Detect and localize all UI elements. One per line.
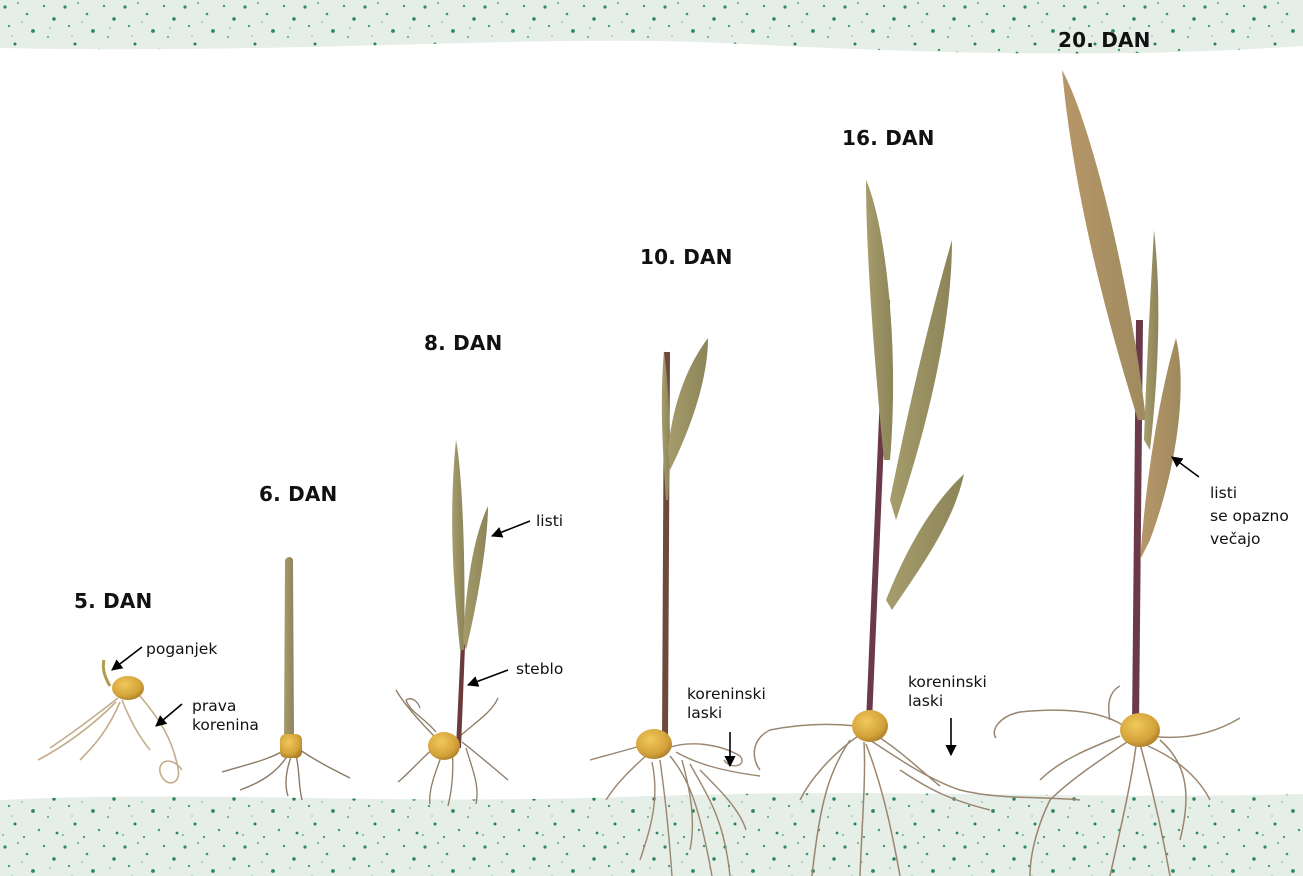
- seedling-day6: [222, 557, 350, 800]
- stage-title-day8: 8. DAN: [424, 331, 503, 355]
- stage-title-day5: 5. DAN: [74, 589, 153, 613]
- label-root-hairs-a: koreninski laski: [687, 685, 766, 723]
- label-leaves-grow: listi se opazno večajo: [1210, 482, 1289, 551]
- label-shoot: poganjek: [146, 640, 217, 659]
- stage-title-day6: 6. DAN: [259, 482, 338, 506]
- seedling-day8: [396, 440, 508, 806]
- label-leaves: listi: [536, 512, 563, 531]
- label-stem: steblo: [516, 660, 563, 679]
- seedling-day20: [994, 70, 1240, 876]
- bottom-soil-band: [0, 793, 1303, 876]
- stage-title-day20: 20. DAN: [1058, 28, 1151, 52]
- stage-title-day10: 10. DAN: [640, 245, 733, 269]
- arrow-shoot: [112, 647, 142, 670]
- stage-title-day16: 16. DAN: [842, 126, 935, 150]
- arrow-stem: [468, 670, 508, 685]
- arrow-leaves-grow: [1172, 457, 1199, 477]
- arrow-true-root: [156, 704, 182, 726]
- label-true-root: prava korenina: [192, 697, 259, 735]
- seedling-day16: [754, 180, 1080, 876]
- arrow-leaves: [492, 521, 530, 536]
- label-root-hairs-b: koreninski laski: [908, 673, 987, 711]
